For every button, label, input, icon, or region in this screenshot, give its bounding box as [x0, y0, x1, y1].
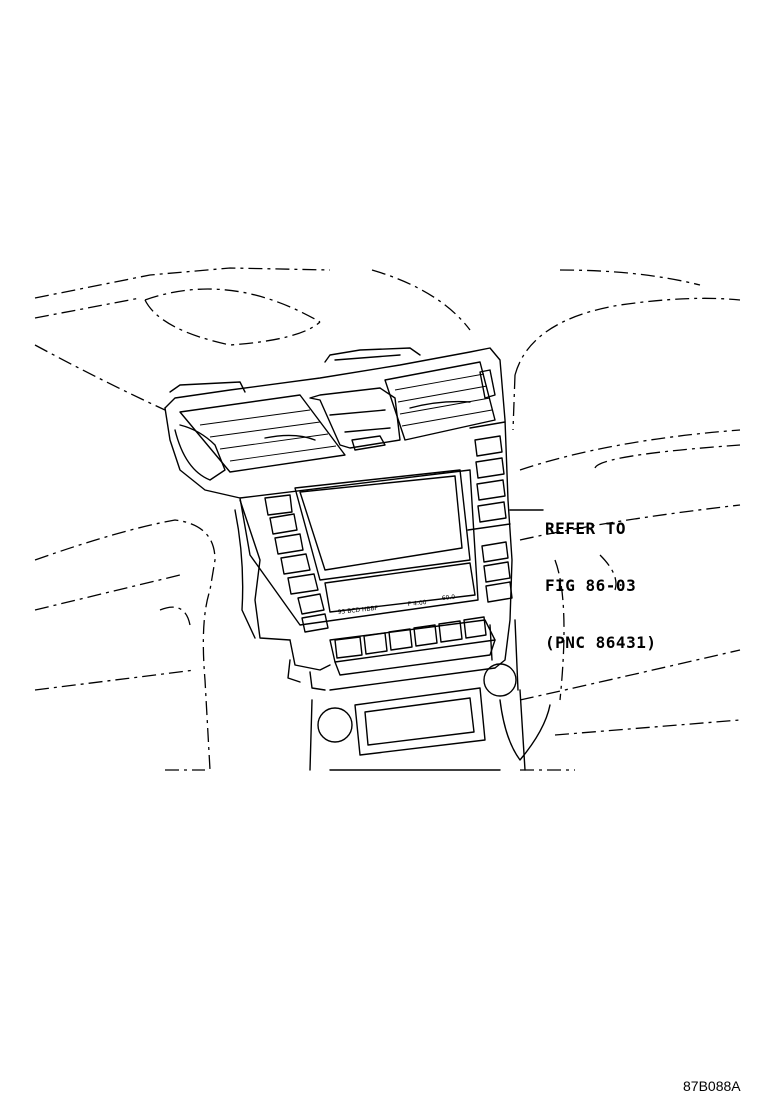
callout-line-2: FIG 86-03: [545, 576, 637, 595]
right-button-column: [467, 421, 513, 603]
left-button-column: [234, 494, 331, 691]
figure-code: 87B088A: [683, 1078, 741, 1094]
climate-button-row: [329, 616, 496, 676]
svg-text:93 BCD HBBF: 93 BCD HBBF: [337, 605, 379, 616]
navigation-display: 93 BCD HBBF F 4:00 60.0: [239, 469, 479, 626]
svg-text:60.0: 60.0: [441, 594, 455, 602]
lower-console: [309, 619, 551, 771]
callout-line-1: REFER TO: [545, 519, 627, 538]
dashboard-outline: [34, 267, 741, 771]
callout-line-3: (PNC 86431): [545, 633, 657, 652]
svg-text:F 4:00: F 4:00: [407, 599, 427, 608]
air-vent-housing: [164, 347, 513, 669]
callout-refer-to-fig: REFER TO FIG 86-03 (PNC 86431): [545, 481, 656, 671]
